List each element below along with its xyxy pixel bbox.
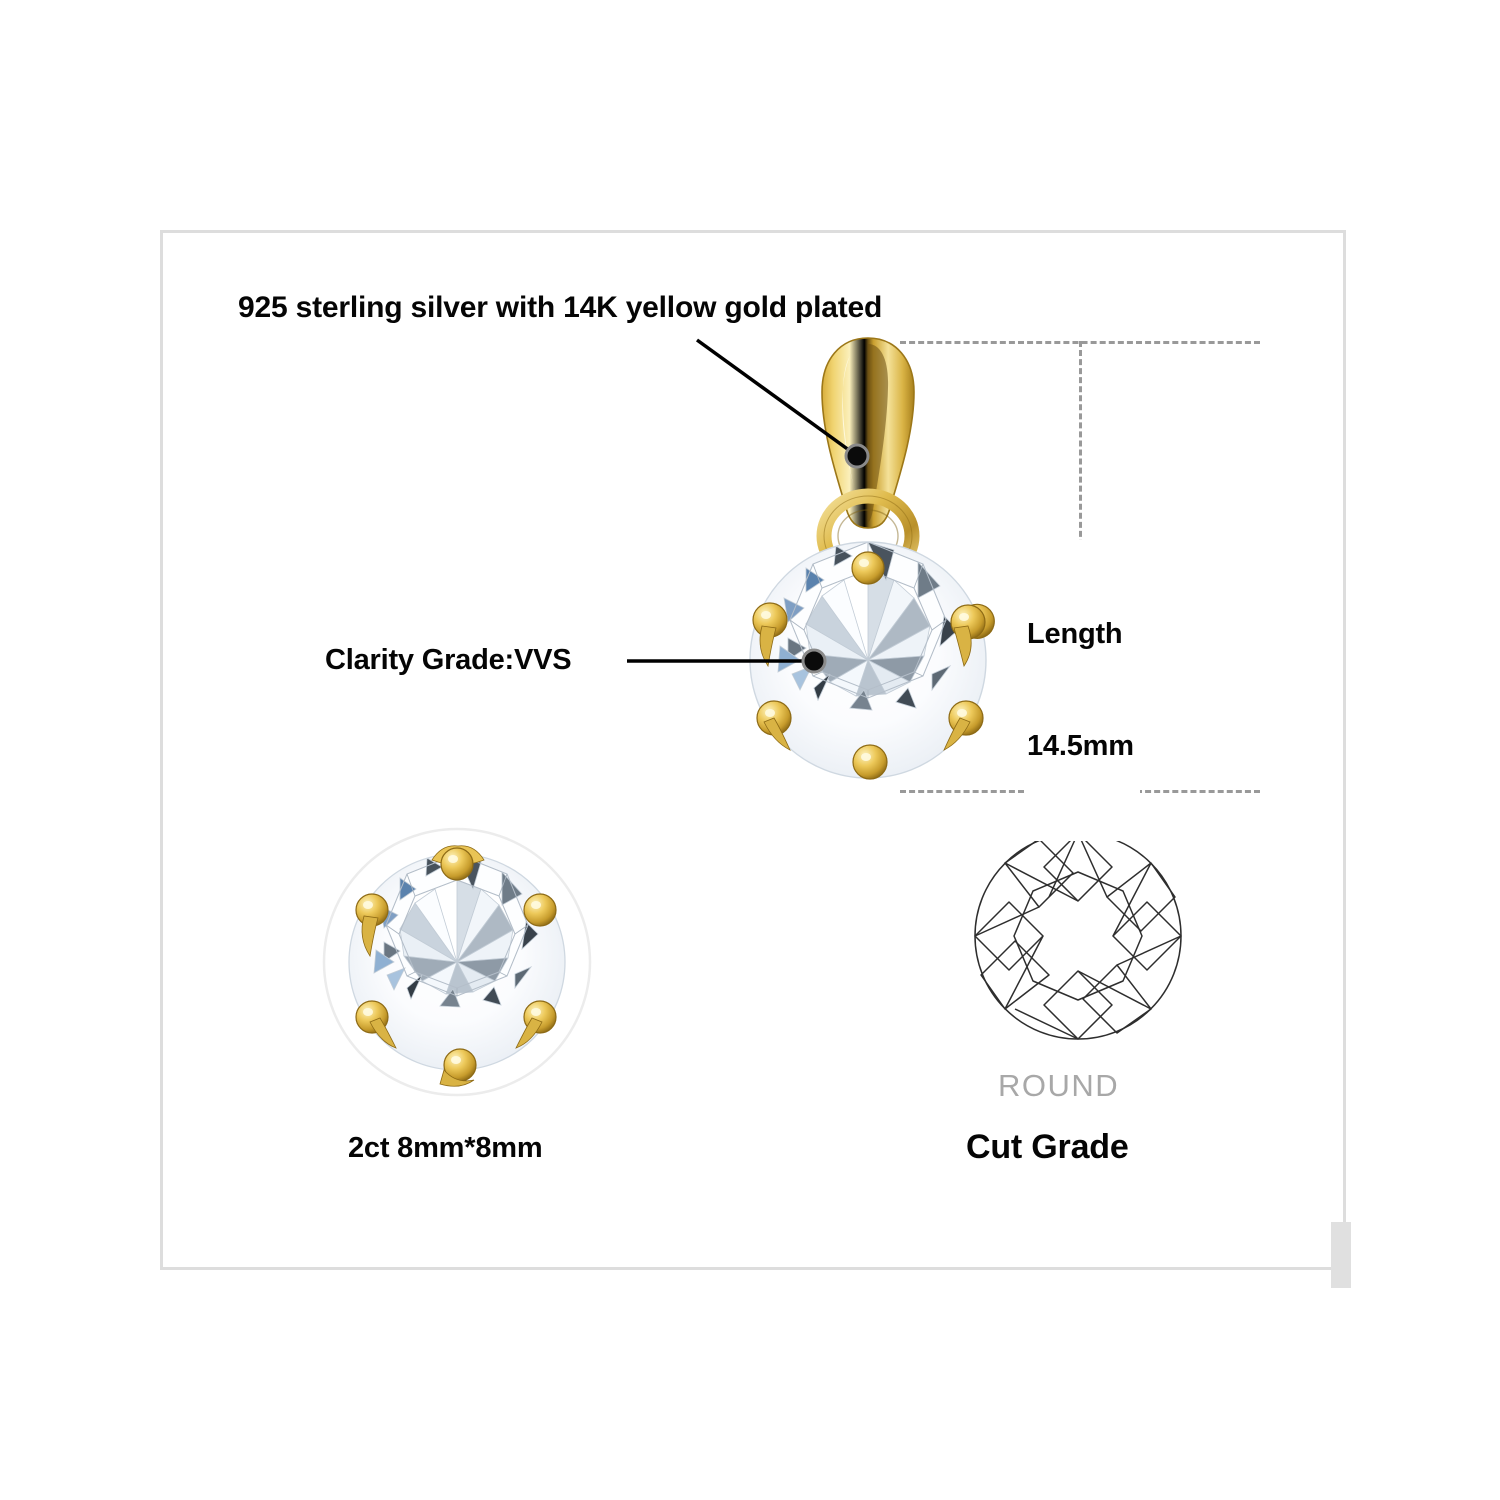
cut-shape-name-label: ROUND	[998, 1068, 1120, 1103]
material-annotation-label: 925 sterling silver with 14K yellow gold…	[238, 291, 883, 324]
length-dimension-label: Length 14.5mm	[1025, 540, 1140, 841]
cut-grade-caption-label: Cut Grade	[966, 1128, 1129, 1166]
round-cut-diagram	[968, 826, 1188, 1051]
stud-caption-label: 2ct 8mm*8mm	[348, 1132, 543, 1164]
pendant-illustration	[718, 330, 1018, 815]
stud-prongs	[355, 845, 557, 1087]
length-label-line2: 14.5mm	[1027, 729, 1134, 762]
stud-halo-outline	[322, 827, 592, 1097]
infographic-frame	[160, 230, 1346, 1270]
vertical-scrollbar-thumb[interactable]	[1331, 1222, 1351, 1288]
length-label-line1: Length	[1027, 618, 1123, 651]
pendant-gemstone	[749, 541, 987, 779]
stud-gemstone	[348, 853, 566, 1071]
clarity-grade-label: Clarity Grade:VVS	[325, 644, 572, 676]
pendant-prongs	[752, 551, 995, 780]
stud-stone-illustration	[312, 812, 602, 1117]
